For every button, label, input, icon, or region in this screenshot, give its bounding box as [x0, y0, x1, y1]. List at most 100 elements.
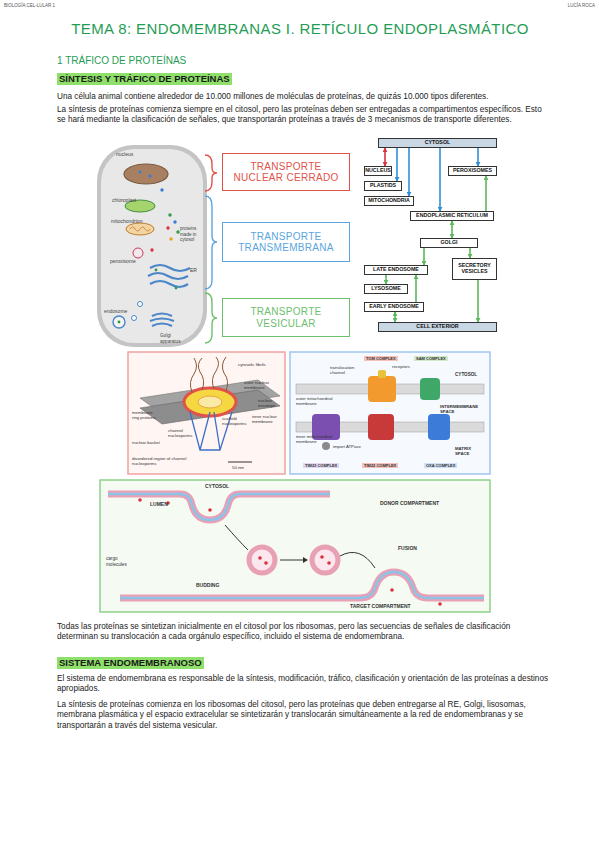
process-name: FUSION	[398, 545, 417, 551]
compartment-box: SECRETORY VESICLES	[452, 258, 497, 280]
paragraph: Una célula animal contiene alrededor de …	[57, 92, 552, 102]
target-lumen-line	[120, 572, 484, 598]
subsection-heading: SISTEMA ENDOMEMBRANOSO	[57, 657, 204, 669]
paragraph: La síntesis de proteínas comienza siempr…	[57, 105, 552, 126]
paragraph: El sistema de endomembrana es responsabl…	[57, 674, 552, 695]
part-label: nuclear basket	[132, 440, 160, 445]
complex-name: TIM23 COMPLEX	[303, 463, 339, 468]
cargo-dot	[264, 561, 268, 565]
header-text: LUCÍA ROCA	[520, 3, 595, 9]
compartment-box: MITOCHONDRIA	[364, 196, 414, 206]
vesicle	[312, 547, 338, 573]
flow-arrow	[477, 280, 479, 322]
tom-complex-shape	[368, 376, 396, 402]
region-name: LUMEN	[150, 501, 168, 507]
region-name: MATRIX SPACE	[455, 446, 485, 457]
part-label: outer nuclear membrane	[244, 380, 278, 391]
mitochondrion-shape	[126, 223, 154, 235]
part-label: endosome	[104, 308, 127, 314]
cargo-dot	[208, 508, 212, 512]
vesicle	[138, 302, 143, 307]
flow-arrow	[451, 221, 453, 238]
compartment-box: PEROXISOMES	[448, 166, 497, 176]
dimension: 50 nm	[232, 465, 244, 470]
er-membrane	[148, 265, 190, 287]
node-text: PEROXISOMES	[453, 168, 492, 174]
arrow-head	[303, 557, 308, 563]
protein-dot	[155, 269, 158, 272]
part-label: nuclear envelope	[258, 398, 284, 409]
scale-bar	[228, 462, 252, 463]
process-arrow	[280, 560, 303, 561]
paragraph: La síntesis de proteínas comienza en los…	[57, 700, 552, 731]
protein-dot	[175, 287, 178, 290]
cargo-dot	[390, 588, 394, 592]
protein-dot	[118, 321, 121, 324]
receptor-shape	[378, 370, 386, 378]
region-name: INTERMEMBRANE SPACE	[440, 404, 484, 415]
flow-arrow	[385, 275, 387, 284]
bracket	[205, 293, 217, 343]
flow-arrow	[477, 148, 479, 166]
flow-arrow	[485, 176, 487, 211]
protein-dot	[173, 220, 176, 223]
part-label: Golgi apparatus	[160, 333, 190, 344]
cargo-dot	[138, 498, 142, 502]
compartment-box: EARLY ENDOSOME	[364, 302, 424, 312]
transport-box: TRANSPORTE NUCLEAR CERRADO	[222, 153, 350, 191]
protein-dot	[138, 170, 141, 173]
node-text: LATE ENDOSOME	[373, 267, 419, 273]
part-label: cytosolic fibrils	[238, 362, 268, 367]
node-text: EARLY ENDOSOME	[369, 304, 419, 310]
flow-arrow	[423, 248, 425, 265]
node-text: CELL EXTERIOR	[416, 324, 458, 330]
part-label: channel nucleoporins	[168, 428, 203, 439]
part-label: peroxisome	[110, 258, 136, 264]
paragraph: Todas las proteínas se sintetizan inicia…	[57, 622, 552, 643]
figure-frame	[100, 480, 490, 612]
transport-box: TRANSPORTE TRANSMEMBRANA	[222, 222, 350, 262]
cargo-dot	[258, 556, 262, 560]
sam-complex-shape	[420, 378, 440, 400]
donor-lumen-line	[108, 494, 330, 520]
flow-arrow	[408, 148, 410, 196]
cell-cytosol	[101, 149, 203, 343]
complex-name: SAM COMPLEX	[414, 356, 448, 361]
transport-box: TRANSPORTE VESICULAR	[222, 298, 350, 337]
vesicle	[249, 547, 275, 573]
protein-dot	[150, 248, 153, 251]
protein-dot	[169, 237, 172, 240]
figure-frame	[128, 352, 285, 474]
compartment-box: ENDOPLASMIC RETICULUM	[410, 211, 494, 221]
node-text: TRANSPORTE TRANSMEMBRANA	[229, 231, 343, 254]
node-text: NUCLEUS	[365, 168, 391, 174]
cell-outer	[97, 145, 207, 347]
header-text: BIOLOGÍA CEL-LULAR 1	[4, 3, 55, 9]
region-name: CYTOSOL	[205, 483, 229, 489]
node-text: CYTOSOL	[425, 140, 451, 146]
protein-dot	[176, 230, 179, 233]
vesicle	[132, 316, 137, 321]
cargo-dot	[327, 561, 331, 565]
subsection-heading: SÍNTESIS Y TRÁFICO DE PROTEÍNAS	[57, 73, 232, 85]
atpase-shape	[322, 442, 330, 450]
peroxisome-shape	[133, 248, 143, 258]
complex-name: TIM22 COMPLEX	[362, 463, 398, 468]
node-text: ENDOPLASMIC RETICULUM	[416, 213, 488, 219]
part-label: disordered region of channel nucleoporin…	[132, 456, 192, 467]
cytosolic-fibril	[190, 357, 227, 392]
compartment-box: LATE ENDOSOME	[364, 265, 428, 275]
page-title: TEMA 8: ENDOMEMBRANAS I. RETÍCULO ENDOPL…	[60, 20, 540, 39]
pore-channel	[198, 396, 222, 408]
compartment-box: LYSOSOME	[364, 284, 408, 294]
part-label: outer mitochondrial membrane	[296, 396, 341, 407]
node-text: SECRETORY VESICLES	[454, 263, 495, 274]
part-label: membrane ring proteins	[132, 410, 160, 421]
part-label: cargo molecules	[106, 556, 136, 567]
donor-membrane	[108, 494, 330, 520]
protein-dot	[160, 188, 163, 191]
flow-arrow	[415, 275, 417, 302]
part-label: chloroplast	[112, 197, 136, 203]
compartment-box: GOLGI	[420, 238, 478, 248]
